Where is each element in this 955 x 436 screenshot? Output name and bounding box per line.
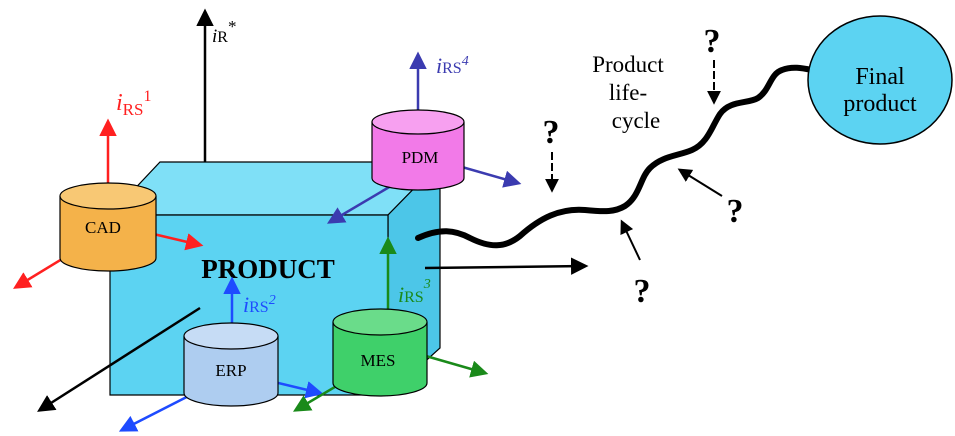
erp-cylinder-body (183, 336, 279, 407)
final-product: Final product (807, 15, 953, 145)
rs2-sup: 2 (269, 293, 276, 308)
r-star-sub: R (217, 29, 228, 46)
cad-cylinder-body (59, 196, 157, 272)
pdm-cylinder: PDM (371, 109, 465, 191)
rs4-letter: i (436, 53, 442, 78)
r-star-sup: * (228, 17, 237, 36)
question-mark-right: ? (727, 193, 744, 230)
rs3-letter: i (398, 282, 404, 307)
erp-cylinder: ERP (183, 322, 279, 407)
rs4-axis-label: iRS4 (436, 53, 469, 78)
rs2-sub: RS (249, 299, 269, 316)
rs1-sub: RS (123, 100, 144, 119)
cube-right-axis-arrow (424, 257, 589, 275)
pdm-cylinder-body (371, 122, 465, 191)
rs1-letter: i (116, 90, 123, 116)
question-mark-bottom: ? (634, 273, 651, 310)
cad-label: CAD (85, 218, 121, 237)
question-arrow-right (677, 168, 723, 197)
lifecycle-curve (415, 64, 815, 249)
final-product-line2: product (843, 91, 917, 117)
erp-cylinder-top (183, 322, 279, 350)
lifecycle-line2: life- (609, 80, 647, 105)
question-mark-left: ? (543, 114, 560, 151)
question-arrow-bottom (620, 219, 641, 261)
rs1-axis-label: iRS1 (116, 88, 151, 119)
rs2-letter: i (243, 292, 249, 317)
cad-cylinder-top (59, 182, 157, 210)
mes-cylinder-body (332, 322, 428, 397)
rs3-sup: 3 (423, 277, 431, 292)
rs3-axis-label: iRS3 (398, 277, 431, 307)
rs3-sub: RS (404, 289, 424, 306)
mes-cylinder-top (332, 308, 428, 336)
final-product-ellipse (807, 15, 953, 145)
r-star-axis-label: iR* (212, 17, 236, 47)
rs4-sub: RS (442, 60, 462, 77)
cube-x-axis-arrow (37, 306, 201, 412)
mes-label: MES (361, 351, 396, 370)
lifecycle-line1: Product (592, 52, 664, 77)
pdm-cylinder-top (371, 109, 465, 135)
rs1-sup: 1 (143, 88, 151, 105)
final-product-line1: Final (855, 64, 905, 90)
erp-label: ERP (215, 361, 246, 380)
r-star-letter: i (212, 26, 217, 47)
question-mark-top: ? (704, 23, 721, 60)
product-label: PRODUCT (201, 254, 335, 284)
mes-cylinder: MES (332, 308, 428, 397)
lifecycle-line3: cycle (612, 108, 661, 133)
pdm-label: PDM (402, 148, 439, 167)
cad-cylinder: CAD (59, 182, 157, 272)
rs4-sup: 4 (462, 54, 469, 69)
rs2-axis-label: iRS2 (243, 292, 276, 317)
